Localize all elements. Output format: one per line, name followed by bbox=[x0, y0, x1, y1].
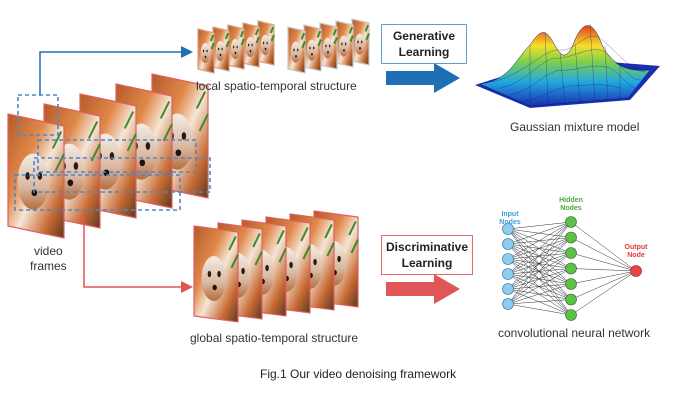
local-patches-group-1 bbox=[197, 20, 275, 74]
local-patch-markers bbox=[14, 94, 211, 211]
network-edges bbox=[507, 221, 637, 316]
figure-caption: Fig.1 Our video denoising framework bbox=[260, 367, 457, 381]
global-structure-label: global spatio-temporal structure bbox=[190, 331, 359, 345]
hidden-node bbox=[565, 278, 577, 290]
discriminative-line2: Learning bbox=[401, 256, 453, 270]
discriminative-line1: Discriminative bbox=[385, 240, 469, 254]
input-node bbox=[502, 253, 514, 265]
hidden-node bbox=[565, 231, 577, 244]
local-patches-group-2 bbox=[287, 18, 370, 74]
local-patch bbox=[197, 28, 215, 74]
hidden-node bbox=[565, 216, 577, 228]
hidden-node bbox=[565, 262, 577, 275]
hidden-node bbox=[565, 293, 577, 306]
local-patch bbox=[212, 26, 230, 72]
global-frames-stack bbox=[193, 210, 359, 323]
discriminative-learning-box: Discriminative Learning bbox=[381, 235, 473, 275]
gaussian-mixture-surface-icon bbox=[475, 23, 660, 108]
cnn-label: convolutional neural network bbox=[498, 326, 651, 340]
gmm-label: Gaussian mixture model bbox=[510, 120, 640, 134]
generative-arrow bbox=[386, 63, 460, 93]
video-frame bbox=[7, 113, 65, 239]
video-frames-label-line2: frames bbox=[30, 259, 67, 273]
input-node bbox=[502, 283, 514, 295]
generative-line2: Learning bbox=[398, 45, 450, 59]
generative-line1: Generative bbox=[392, 29, 456, 43]
discriminative-arrow bbox=[386, 274, 460, 304]
local-patch bbox=[351, 18, 370, 66]
input-node bbox=[502, 223, 514, 235]
input-node bbox=[502, 298, 514, 310]
output-node bbox=[630, 265, 642, 277]
local-patch bbox=[227, 24, 245, 70]
local-patch bbox=[335, 20, 354, 68]
global-frame bbox=[193, 225, 239, 323]
local-patch bbox=[319, 22, 338, 70]
local-patch bbox=[287, 26, 306, 74]
input-node bbox=[502, 238, 514, 250]
video-frames-stack bbox=[7, 73, 209, 239]
local-patch bbox=[303, 24, 322, 72]
hidden-node bbox=[565, 247, 577, 259]
hidden-node bbox=[565, 309, 577, 321]
local-patch bbox=[257, 20, 275, 66]
local-branch-arrow bbox=[39, 46, 193, 95]
local-structure-label: local spatio-temporal structure bbox=[196, 79, 357, 93]
global-branch-arrow bbox=[83, 215, 193, 293]
generative-learning-box: Generative Learning bbox=[381, 24, 467, 64]
input-node bbox=[502, 268, 514, 280]
video-frames-label-line1: video bbox=[34, 244, 63, 258]
local-patch bbox=[242, 22, 260, 68]
neural-network-diagram bbox=[502, 216, 642, 321]
